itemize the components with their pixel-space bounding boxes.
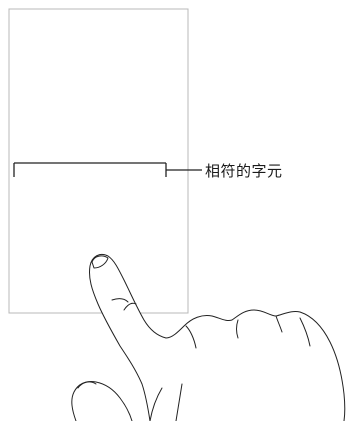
pointing-hand-icon [71,253,346,421]
matching-characters-label: 相符的字元 [205,162,283,180]
